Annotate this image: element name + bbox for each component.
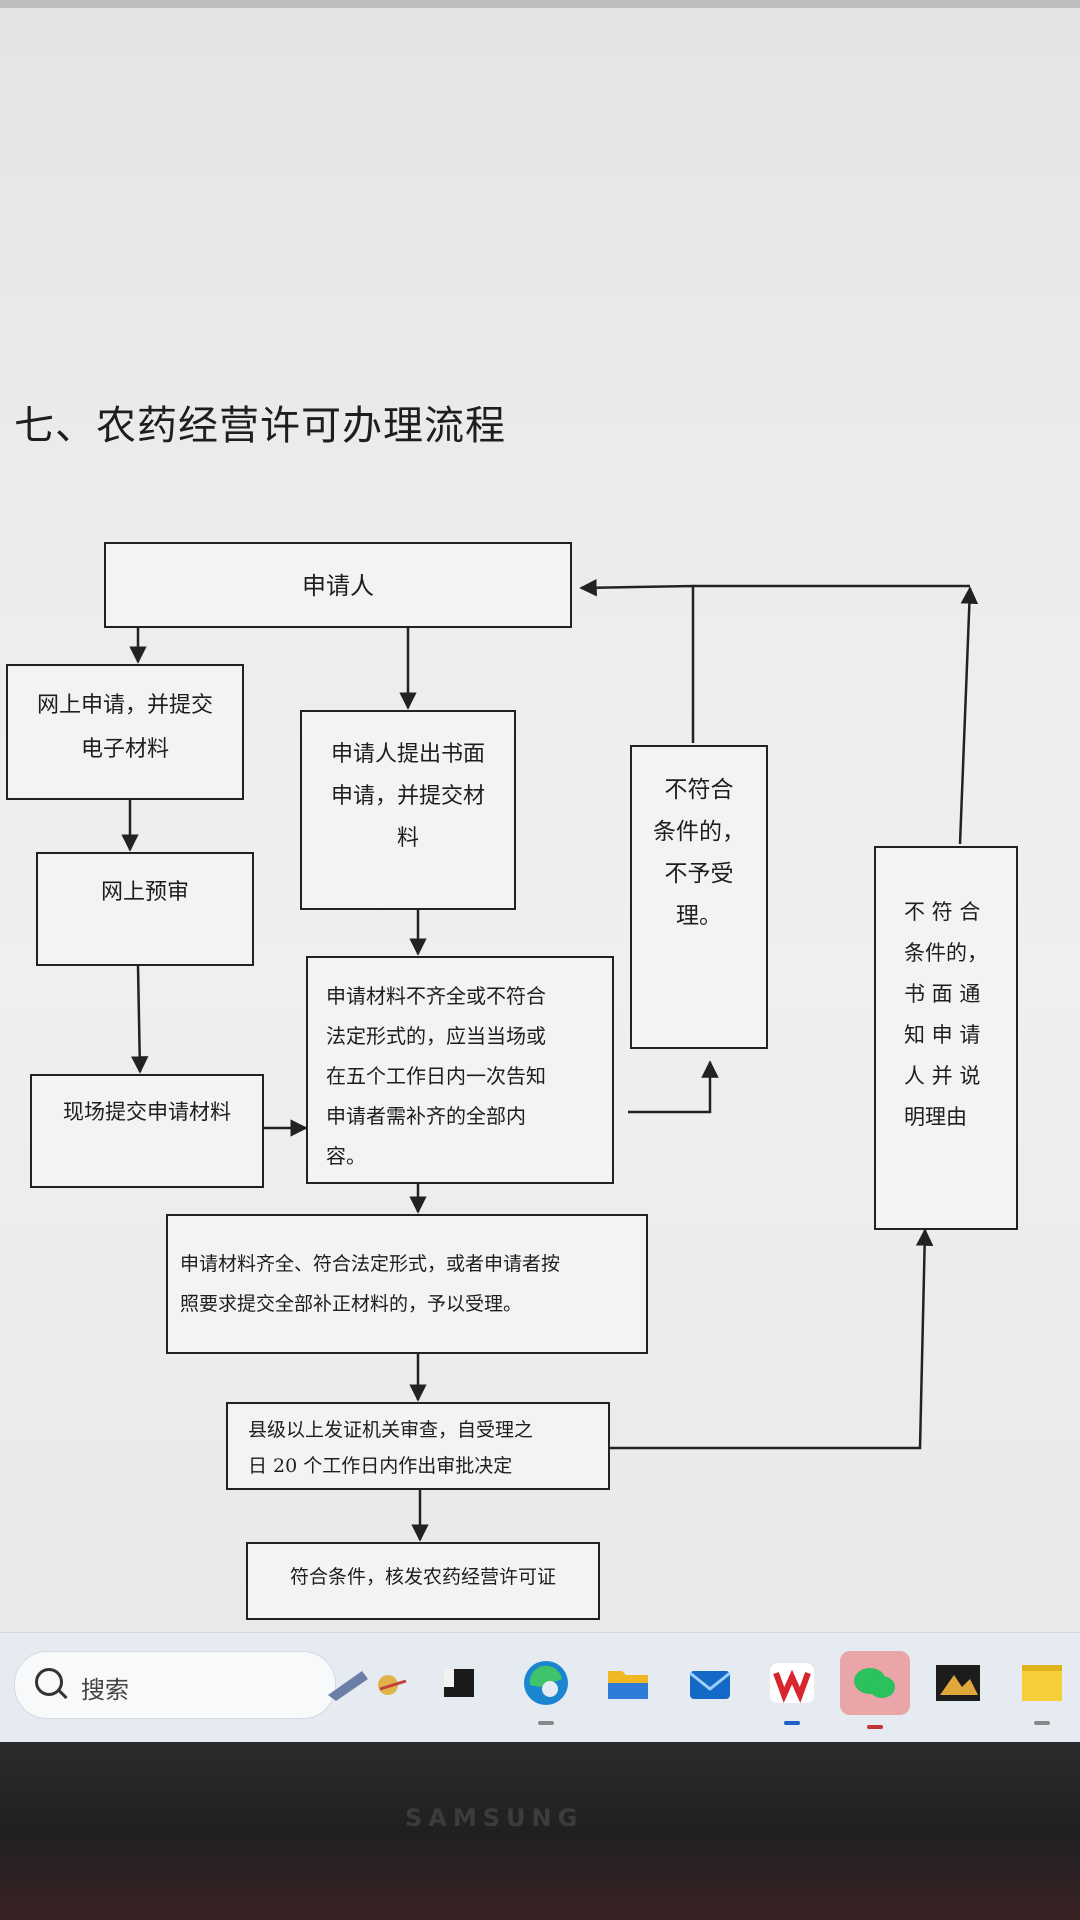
task-view-icon[interactable] [430,1655,486,1711]
onsite-submit-box: 现场提交申请材料 [30,1074,264,1188]
edge-browser-icon[interactable] [518,1655,574,1725]
running-indicator [867,1725,883,1729]
monitor-bezel: SAMSUNG [0,1742,1080,1920]
online-apply-line-1: 网上申请，并提交 [36,693,213,718]
incomplete-notice-line-4: 申请者需补齐的全部内 [326,1104,526,1128]
not-accepted-line-4: 理。 [676,903,722,929]
online-apply-line-2: 电子材料 [80,737,169,762]
applicant-box: 申请人 [104,542,572,628]
issue-license-label: 符合条件，核发农药经营许可证 [289,1566,556,1588]
online-precheck-box: 网上预审 [36,852,254,966]
onsite-submit-label: 现场提交申请材料 [63,1100,231,1124]
wechat-icon[interactable] [840,1651,910,1729]
incomplete-notice-line-3: 在五个工作日内一次告知 [326,1064,546,1088]
mail-icon[interactable] [682,1655,738,1711]
review-line-1: 县级以上发证机关审查，自受理之 [248,1419,534,1441]
monitor-brand-logo: SAMSUNG [405,1804,584,1832]
file-explorer-icon[interactable] [600,1655,656,1711]
media-app-icon[interactable] [930,1655,986,1711]
accepted-line-2: 照要求提交全部补正材料的，予以受理。 [180,1293,523,1315]
review-box: 县级以上发证机关审查，自受理之 日 20 个工作日内作出审批决定 [226,1402,610,1490]
running-indicator [784,1721,800,1725]
incomplete-notice-line-5: 容。 [326,1144,366,1168]
not-accepted-line-1: 不符合 [664,777,734,803]
search-icon [35,1668,63,1696]
incomplete-notice-box: 申请材料不齐全或不符合 法定形式的，应当当场或 在五个工作日内一次告知 申请者需… [306,956,614,1184]
applicant-label: 申请人 [302,572,374,600]
taskbar-search-box[interactable]: 搜索 [14,1651,336,1719]
written-apply-box: 申请人提出书面 申请，并提交材 料 [300,710,516,910]
reject-written-line-2: 条件的， [904,941,988,965]
written-apply-line-3: 料 [396,826,419,851]
not-accepted-line-2: 条件的， [653,819,745,845]
running-indicator [1034,1721,1050,1725]
online-apply-box: 网上申请，并提交 电子材料 [6,664,244,800]
document-page: 七、农药经营许可办理流程 申请人 网上申请，并提交 电子材 [0,0,1080,1632]
wps-office-icon[interactable] [764,1655,820,1725]
reject-written-line-1: 不 符 合 [904,900,981,924]
not-accepted-box: 不符合 条件的， 不予受 理。 [630,745,768,1049]
search-placeholder: 搜索 [81,1676,129,1704]
reject-written-line-5: 人 并 说 [904,1064,981,1088]
windows-taskbar: 搜索 [0,1632,1080,1743]
incomplete-notice-line-2: 法定形式的，应当当场或 [326,1024,546,1048]
flow-connectors [121,578,979,1542]
written-apply-line-2: 申请，并提交材 [330,784,485,809]
section-heading: 七、农药经营许可办理流程 [14,403,506,449]
reject-written-box: 不 符 合 条件的， 书 面 通 知 申 请 人 并 说 明理由 [874,846,1018,1230]
written-apply-line-1: 申请人提出书面 [330,742,485,767]
reject-written-line-3: 书 面 通 [904,982,981,1006]
accepted-box: 申请材料齐全、符合法定形式，或者申请者按 照要求提交全部补正材料的，予以受理。 [166,1214,648,1354]
running-indicator [538,1721,554,1725]
online-precheck-label: 网上预审 [100,880,189,905]
reject-written-line-6: 明理由 [904,1105,967,1129]
reject-written-line-4: 知 申 请 [904,1023,981,1047]
widgets-icon[interactable] [322,1655,412,1711]
not-accepted-line-3: 不予受 [664,861,734,887]
accepted-line-1: 申请材料齐全、符合法定形式，或者申请者按 [180,1253,561,1275]
sticky-notes-icon[interactable] [1014,1655,1070,1725]
review-line-2: 日 20 个工作日内作出审批决定 [248,1455,513,1477]
incomplete-notice-line-1: 申请材料不齐全或不符合 [326,984,546,1008]
issue-license-box: 符合条件，核发农药经营许可证 [246,1542,600,1620]
